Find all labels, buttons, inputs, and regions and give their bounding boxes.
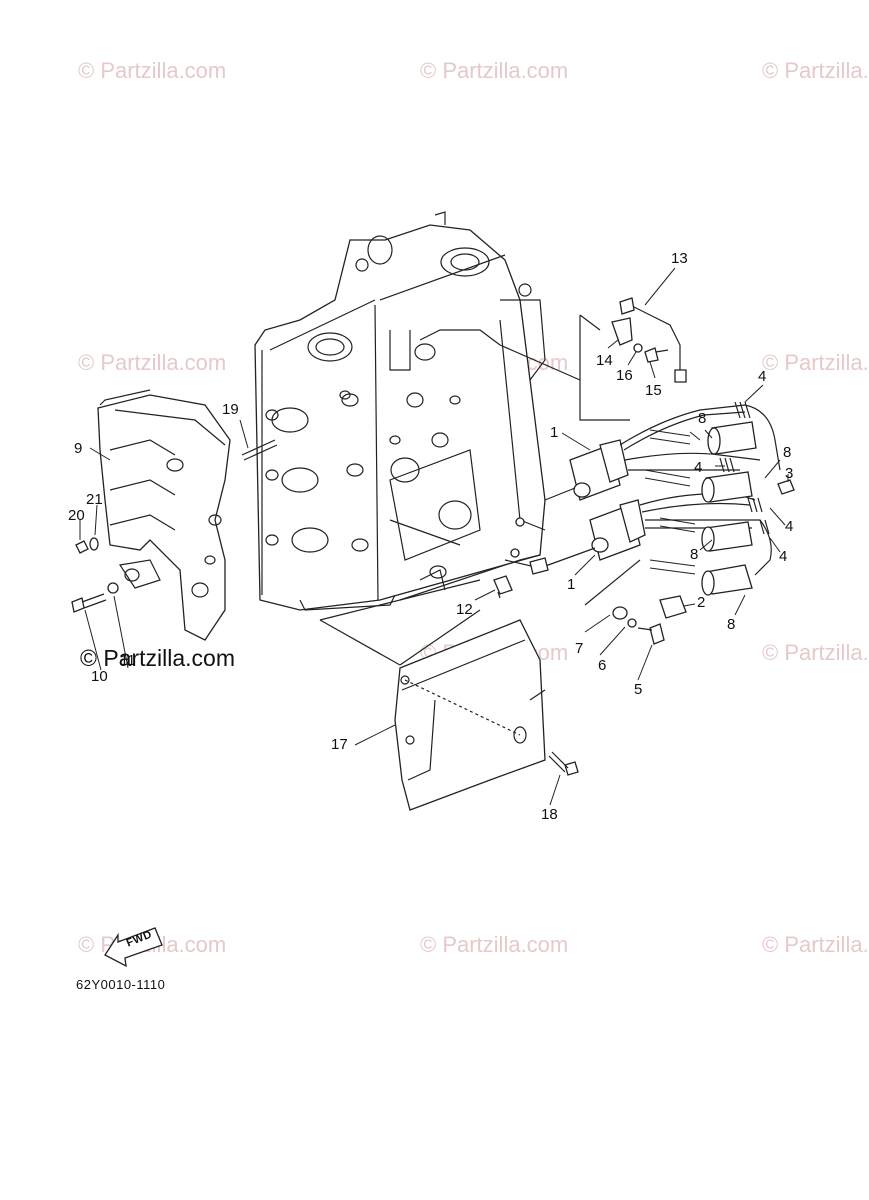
ignition-wires — [619, 404, 781, 576]
spring-part-4 — [747, 497, 763, 513]
washer-part-6 — [627, 618, 637, 628]
cylinder-block — [254, 211, 546, 611]
callout-4: 4 — [758, 368, 767, 385]
washer-part-7 — [612, 606, 628, 620]
callout-10: 10 — [91, 668, 108, 685]
bracket-part-2 — [659, 595, 687, 619]
spring-part-4 — [759, 519, 770, 535]
callout-4: 4 — [785, 518, 794, 535]
plug-cap-part-8 — [701, 564, 753, 596]
callout-16: 16 — [616, 367, 633, 384]
bolt — [529, 557, 549, 575]
callout-18: 18 — [541, 806, 558, 823]
watermark: © Partzilla.com — [420, 932, 569, 957]
callout-8: 8 — [783, 444, 792, 461]
washer-part-11 — [107, 582, 119, 594]
callout-1: 1 — [567, 576, 576, 593]
callout-6: 6 — [598, 657, 607, 674]
leader-line — [499, 344, 581, 381]
callout-15: 15 — [645, 382, 662, 399]
diagram-code: 62Y0010-1110 — [76, 977, 166, 992]
callout-7: 7 — [575, 640, 584, 657]
bolt-part-5 — [637, 623, 665, 645]
cable-part-13 — [619, 297, 687, 383]
callout-9: 9 — [74, 440, 83, 457]
washer-part-21 — [89, 537, 99, 551]
leader-line — [579, 314, 601, 331]
callout-1: 1 — [550, 424, 559, 441]
leader-line — [579, 315, 630, 421]
guide-line — [319, 579, 481, 621]
washer — [510, 548, 520, 558]
guide-line — [399, 609, 481, 666]
sensor-part-12 — [493, 575, 513, 599]
guide-line — [319, 619, 401, 666]
bracket-part-9 — [97, 389, 231, 641]
callout-17: 17 — [331, 736, 348, 753]
callout-5: 5 — [634, 681, 643, 698]
plug-cap-part-8 — [701, 471, 753, 503]
cover-part-17 — [394, 619, 546, 811]
bolt-part-18 — [548, 751, 579, 776]
watermark-prominent: © Partzilla.com — [80, 645, 235, 671]
callout-12: 12 — [456, 601, 473, 618]
spring-part-4 — [719, 457, 735, 473]
watermark: © Partzilla.com — [762, 350, 869, 375]
callout-14: 14 — [596, 352, 613, 369]
callout-21: 21 — [86, 491, 103, 508]
nut-part-20 — [75, 540, 89, 554]
watermark: © Partzilla.com — [762, 58, 869, 83]
plug-cap-part-8 — [707, 421, 757, 455]
ignition-coil-part-1 — [539, 499, 646, 569]
watermark: © Partzilla.com — [420, 58, 569, 83]
callout-20: 20 — [68, 507, 85, 524]
spark-plugs — [644, 429, 701, 575]
clip-part-3 — [777, 479, 795, 495]
spring-part-4 — [734, 401, 751, 419]
callout-8: 8 — [727, 616, 736, 633]
callout-19: 19 — [222, 401, 239, 418]
guide-line — [389, 519, 461, 546]
callout-4: 4 — [779, 548, 788, 565]
clamp-part-14 — [611, 317, 633, 346]
callout-8: 8 — [698, 410, 707, 427]
fwd-arrow-icon — [104, 927, 163, 968]
ignition-coil-part-1 — [544, 439, 629, 501]
callout-8: 8 — [690, 546, 699, 563]
callout-leaders — [79, 267, 789, 806]
stud-part-19 — [241, 439, 278, 461]
washer — [515, 517, 525, 527]
leader-line — [584, 559, 641, 606]
callout-4: 4 — [694, 459, 703, 476]
callout-11: 11 — [120, 652, 136, 669]
callout-2: 2 — [697, 594, 706, 611]
watermark: © Partzilla.com — [78, 58, 227, 83]
callout-3: 3 — [785, 465, 794, 482]
plug-cap-part-8 — [701, 521, 753, 552]
bolt-part-15 — [644, 347, 669, 363]
watermark: © Partzilla.com — [762, 640, 869, 665]
bolt-part-10 — [71, 593, 107, 613]
callout-13: 13 — [671, 250, 688, 267]
watermark: © Partzilla.com — [78, 350, 227, 375]
watermark: © Partzilla.com — [762, 932, 869, 957]
washer-part-16 — [633, 343, 643, 353]
